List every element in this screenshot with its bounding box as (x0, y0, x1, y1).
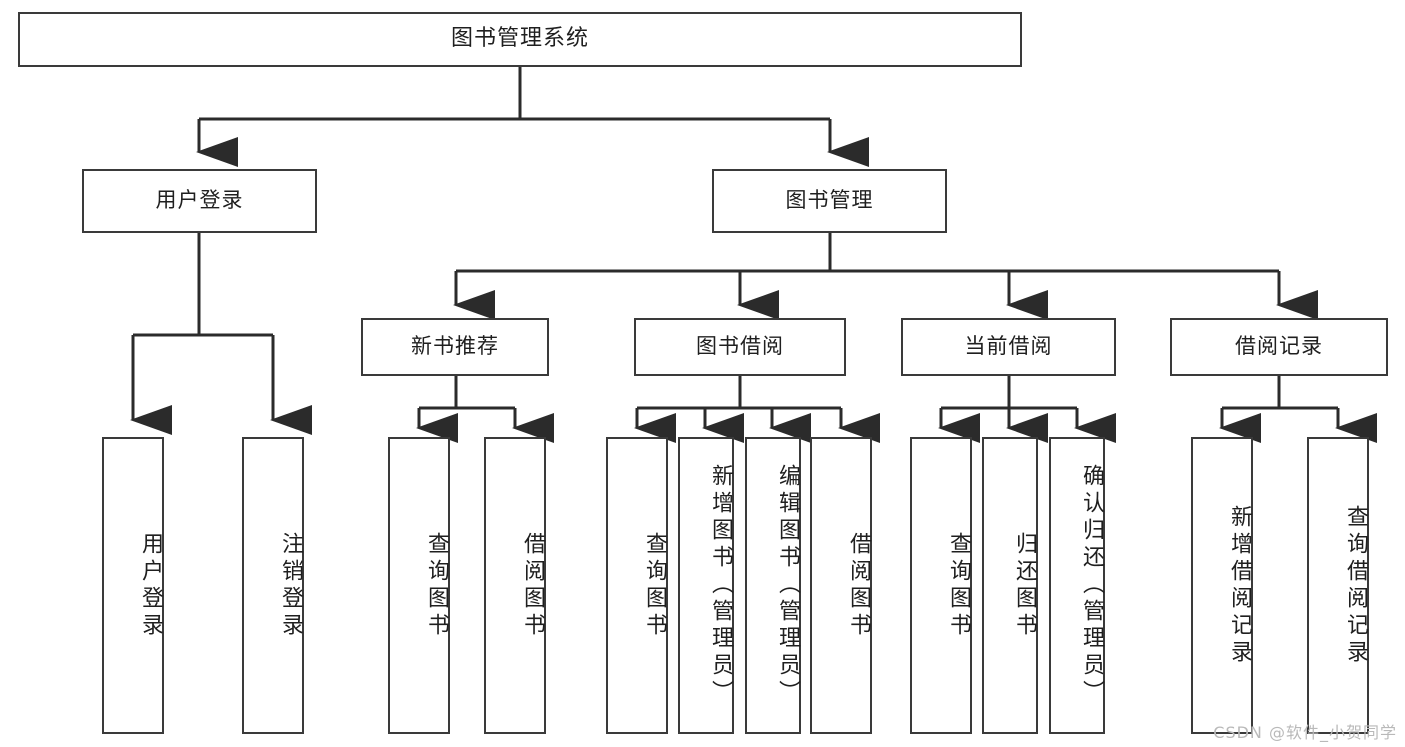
leaf-borrow-add-book-admin[interactable]: 新增图书（管理员） (678, 437, 734, 734)
node-root-system[interactable]: 图书管理系统 (18, 12, 1022, 67)
leaf-record-query-record[interactable]: 查询借阅记录 (1307, 437, 1369, 734)
csdn-watermark: CSDN @软件_小贺同学 (1213, 723, 1397, 742)
node-user-login[interactable]: 用户登录 (82, 169, 317, 233)
leaf-borrow-edit-book-admin[interactable]: 编辑图书（管理员） (745, 437, 801, 734)
leaf-user-login-signout[interactable]: 注销登录 (242, 437, 304, 734)
leaf-borrow-borrow-book[interactable]: 借阅图书 (810, 437, 872, 734)
node-book-management[interactable]: 图书管理 (712, 169, 947, 233)
leaf-current-query-book[interactable]: 查询图书 (910, 437, 972, 734)
leaf-user-login-signin[interactable]: 用户登录 (102, 437, 164, 734)
leaf-current-return-book[interactable]: 归还图书 (982, 437, 1038, 734)
leaf-record-add-record[interactable]: 新增借阅记录 (1191, 437, 1253, 734)
node-current-borrow[interactable]: 当前借阅 (901, 318, 1116, 376)
leaf-new-book-borrow-book[interactable]: 借阅图书 (484, 437, 546, 734)
node-book-borrow[interactable]: 图书借阅 (634, 318, 846, 376)
node-borrow-record[interactable]: 借阅记录 (1170, 318, 1388, 376)
node-new-book-recommend[interactable]: 新书推荐 (361, 318, 549, 376)
leaf-new-book-query-book[interactable]: 查询图书 (388, 437, 450, 734)
leaf-current-confirm-return-admin[interactable]: 确认归还（管理员） (1049, 437, 1105, 734)
leaf-borrow-query-book[interactable]: 查询图书 (606, 437, 668, 734)
